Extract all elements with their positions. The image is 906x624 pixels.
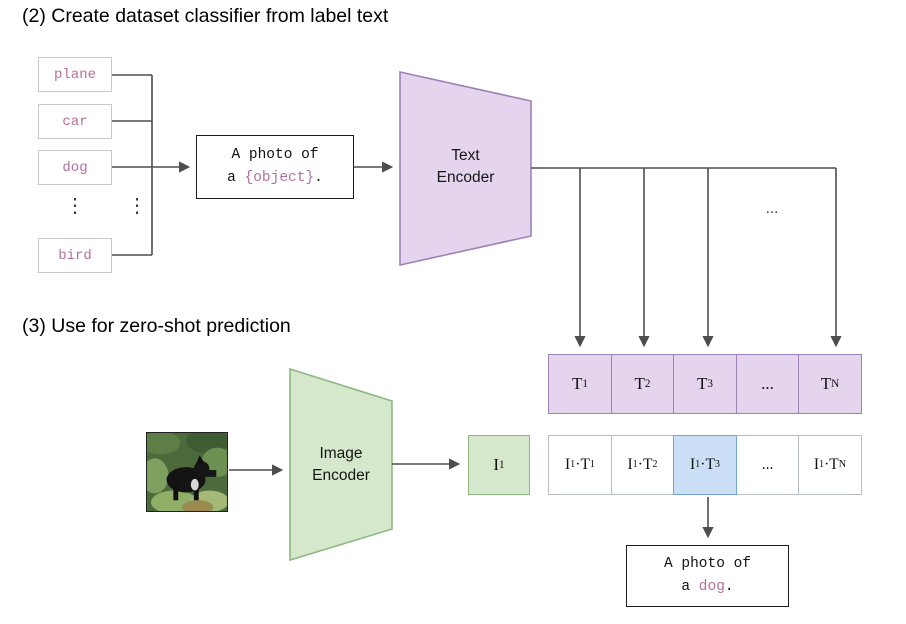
sim-1-dot: · <box>575 456 581 473</box>
class-label-dog: dog <box>38 150 112 185</box>
sim-2-i: I <box>627 456 633 473</box>
sim-1-i: I <box>564 456 571 473</box>
image-encoder-label: Image Encoder <box>290 443 392 488</box>
class-label-bird: bird <box>38 238 112 273</box>
text-encoder-label-line2: Encoder <box>436 169 495 187</box>
similarity-ellipsis: ... <box>735 435 800 495</box>
sim-3-i: I <box>689 456 696 473</box>
prompt-object-token: {object} <box>244 170 315 186</box>
result-line2-prefix: a <box>681 579 699 595</box>
class-label-car: car <box>38 104 112 139</box>
dog-photo <box>146 432 228 512</box>
text-encoder-shape <box>399 71 532 266</box>
result-object: dog <box>698 579 725 595</box>
prompt-line2-suffix: . <box>314 170 323 186</box>
section3-title: (3) Use for zero-shot prediction <box>22 315 291 337</box>
class-label-plane: plane <box>38 57 112 92</box>
prompt-line1: A photo of <box>231 146 319 163</box>
prediction-result-box: A photo of a dog. <box>626 545 789 607</box>
bracket-vertical-ellipsis: ⋮ <box>127 195 147 217</box>
sim-4-i: ... <box>761 456 774 473</box>
embedding-T2-base: T <box>634 374 645 393</box>
sim-3-dot: · <box>700 456 706 473</box>
image-encoder-label-line1: Image <box>319 445 363 462</box>
prompt-line2-prefix: a <box>227 170 245 186</box>
sim-5-i: I <box>813 456 820 473</box>
text-encoder-label: Text Encoder <box>400 145 531 190</box>
labels-vertical-ellipsis: ⋮ <box>65 195 85 217</box>
image-encoder-label-line2: Encoder <box>312 467 370 485</box>
sim-1-t: T <box>580 456 590 473</box>
sim-5-dot: · <box>824 456 830 473</box>
result-line1: A photo of <box>663 555 751 572</box>
text-encoder-label-line1: Text <box>451 147 480 164</box>
embedding-TN-base: T <box>820 374 832 393</box>
prompt-template-box: A photo of a {object}. <box>196 135 354 199</box>
embedding-T1-base: T <box>572 374 583 393</box>
image-encoder-shape <box>289 367 393 562</box>
bus-ellipsis: ... <box>765 200 779 217</box>
prompt-line2: a {object}. <box>227 167 323 190</box>
sim-5-t: T <box>829 456 839 473</box>
sim-2-t: T <box>642 456 653 473</box>
result-line2-suffix: . <box>724 579 734 595</box>
embedding-T3-base: T <box>697 374 708 393</box>
embedding-ellipsis: ... <box>735 354 800 414</box>
section2-title: (2) Create dataset classifier from label… <box>22 5 389 27</box>
result-line2: a dog. <box>681 576 733 599</box>
embedding-ellipsis-text: ... <box>761 374 774 393</box>
sim-3-t: T <box>705 456 715 473</box>
image-embedding-base: I <box>493 455 500 474</box>
sim-2-dot: · <box>637 456 643 473</box>
